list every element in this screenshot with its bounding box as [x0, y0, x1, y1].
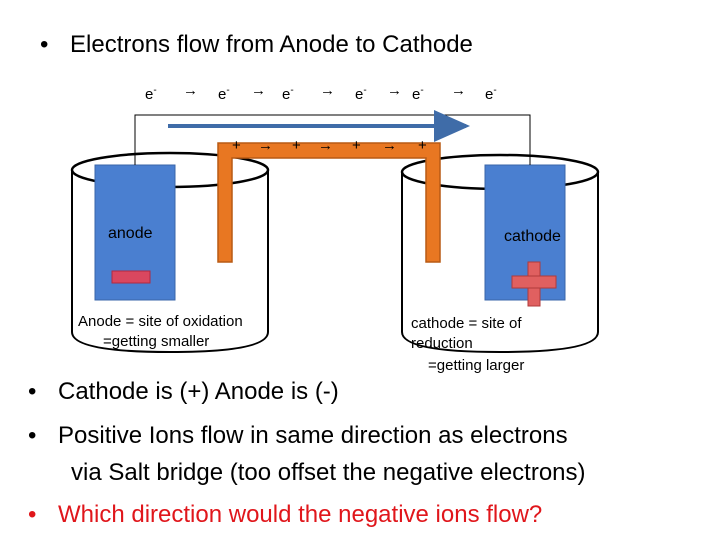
bullet-icon: • [40, 31, 49, 58]
page-title: Electrons flow from Anode to Cathode [70, 31, 473, 58]
anode-label: anode [108, 225, 153, 242]
arrow-icon: → [251, 82, 266, 99]
arrow-icon: → [382, 137, 397, 154]
arrow-icon: → [258, 137, 273, 154]
ion-symbol: + [352, 137, 361, 154]
cathode-note-line-2: reduction [411, 335, 473, 352]
electron-symbol: e- [485, 85, 497, 103]
bullet-icon: • [28, 378, 37, 405]
anode-electrode [94, 164, 176, 301]
arrow-icon: → [387, 82, 402, 99]
ion-symbol: + [292, 137, 301, 154]
bullet-positive-ions: • Positive Ions flow in same direction a… [28, 422, 568, 449]
external-wire [134, 114, 531, 165]
cathode-label: cathode [504, 228, 561, 245]
bullet-icon: • [28, 422, 37, 449]
bullet-positive-ions-continued: via Salt bridge (too offset the negative… [71, 459, 586, 486]
bullet-icon: • [28, 501, 37, 528]
arrow-icon: → [320, 82, 335, 99]
anode-note-line-2: =getting smaller [103, 333, 210, 350]
salt-bridge [217, 142, 441, 263]
electron-symbol: e- [145, 85, 157, 103]
electron-symbol: e- [218, 85, 230, 103]
plus-sign-icon [511, 261, 557, 307]
arrow-icon: → [451, 82, 466, 99]
ion-symbol: + [418, 137, 427, 154]
ion-symbol: + [232, 137, 241, 154]
minus-sign-icon [111, 270, 151, 284]
arrow-icon: → [183, 82, 198, 99]
electron-symbol: e- [355, 85, 367, 103]
bullet-question: • Which direction would the negative ion… [28, 501, 543, 528]
cathode-note-line-1: cathode = site of [411, 315, 522, 332]
bullet-charges: • Cathode is (+) Anode is (-) [28, 378, 339, 405]
electron-symbol: e- [412, 85, 424, 103]
title-bullet: • Electrons flow from Anode to Cathode [40, 31, 473, 59]
arrow-icon: → [318, 137, 333, 154]
cathode-note-line-3: =getting larger [428, 357, 525, 374]
anode-note-line-1: Anode = site of oxidation [78, 313, 243, 330]
electron-symbol: e- [282, 85, 294, 103]
